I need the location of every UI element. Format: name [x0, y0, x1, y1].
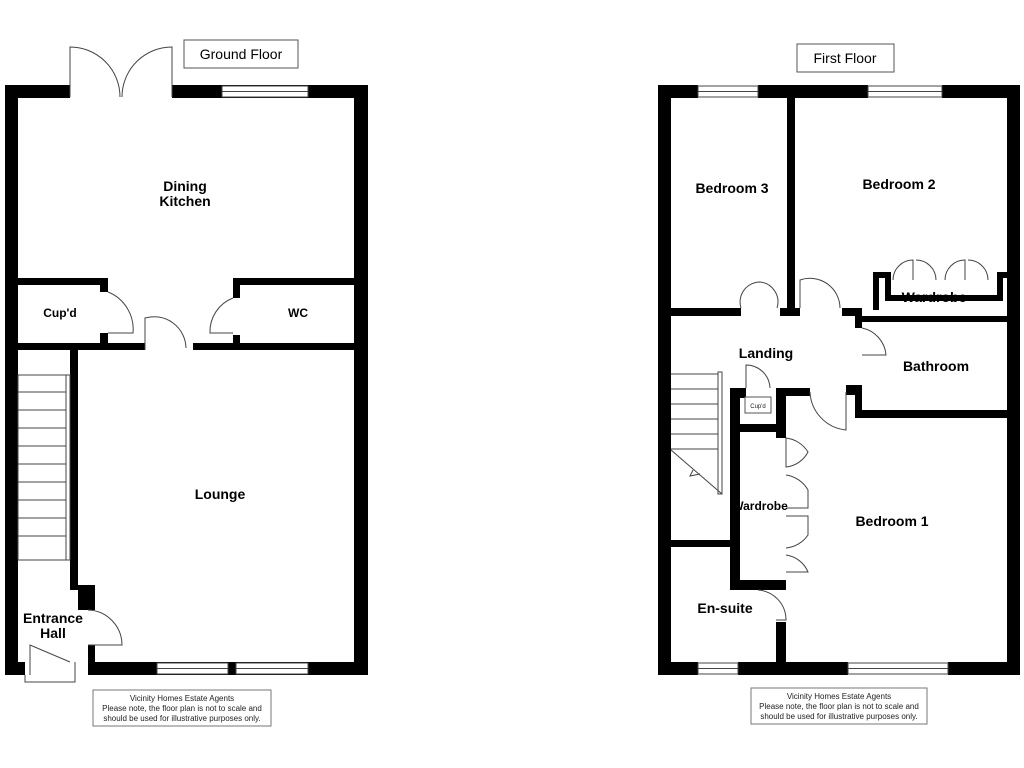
first-floor-title: First Floor — [814, 50, 877, 66]
room-label-lounge: Lounge — [195, 486, 246, 502]
first-floor-title-box — [796, 43, 895, 73]
front-door[interactable] — [24, 644, 76, 683]
room-label-landing: Landing — [739, 345, 793, 361]
first-floor-walls — [658, 85, 1020, 675]
first-floor-plan: First Floor — [658, 43, 1020, 725]
ensuite-door[interactable] — [757, 589, 787, 621]
room-label-bedroom1: Bedroom 1 — [855, 513, 928, 529]
room-label-bedroom3: Bedroom 3 — [695, 180, 768, 196]
stairs — [670, 371, 723, 495]
ground-floor-title: Ground Floor — [200, 46, 283, 62]
hall-door[interactable] — [87, 609, 123, 646]
bedroom1-door[interactable] — [809, 391, 847, 431]
disclaimer-line: should be used for illustrative purposes… — [103, 714, 260, 723]
room-label-ensuite: En-suite — [697, 600, 752, 616]
room-label-kitchen: Kitchen — [159, 193, 210, 209]
room-label-entrance: Entrance — [23, 610, 83, 626]
bedroom2-door[interactable] — [799, 277, 841, 309]
room-label-wardrobe: Wardrobe — [902, 289, 967, 305]
room-label-cupboard: Cup'd — [750, 404, 766, 410]
disclaimer-line: Please note, the floor plan is not to sc… — [102, 704, 262, 713]
room-label-dining: Dining — [163, 178, 207, 194]
wc-door[interactable] — [209, 297, 234, 334]
room-label-hall: Hall — [40, 625, 66, 641]
room-label-bathroom: Bathroom — [903, 358, 969, 374]
first-floor-disclaimer-box — [750, 687, 928, 725]
wardrobe-doors[interactable] — [892, 259, 989, 281]
wardrobe-doors[interactable] — [785, 437, 809, 573]
disclaimer-line: should be used for illustrative purposes… — [760, 712, 917, 721]
ground-floor-disclaimer-box — [92, 689, 272, 727]
wardrobe-wall — [873, 272, 1007, 310]
bathroom-door[interactable] — [861, 327, 887, 356]
disclaimer-line: Vicinity Homes Estate Agents — [787, 692, 891, 701]
stairs — [17, 374, 71, 561]
disclaimer-line: Please note, the floor plan is not to sc… — [759, 702, 919, 711]
room-label-bedroom2: Bedroom 2 — [862, 176, 935, 192]
cupboard-door[interactable] — [745, 364, 771, 389]
ground-floor-title-box — [183, 39, 299, 69]
bedroom3-door[interactable] — [739, 281, 779, 309]
ground-floor-plan: Ground Floor — [5, 39, 368, 727]
cupboard-door[interactable] — [107, 291, 134, 334]
cupboard-label-box — [744, 396, 772, 414]
lounge-door[interactable] — [144, 316, 187, 350]
disclaimer-line: Vicinity Homes Estate Agents — [130, 694, 234, 703]
room-label-wc: WC — [288, 306, 308, 320]
french-doors[interactable] — [69, 46, 173, 98]
room-label-wardrobe: Wardrobe — [732, 499, 788, 513]
ground-floor-walls — [5, 85, 368, 675]
room-label-cupboard: Cup'd — [43, 306, 77, 320]
